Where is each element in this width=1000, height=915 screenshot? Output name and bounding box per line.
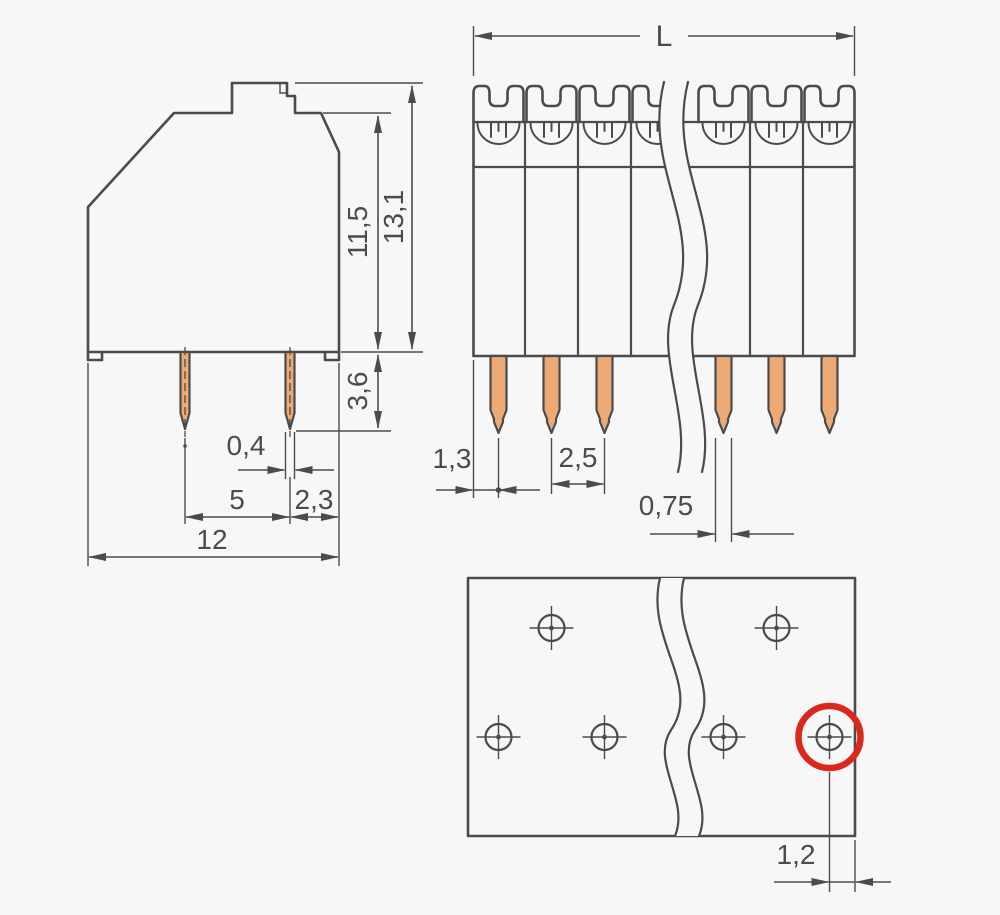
drill-hole [581,713,628,761]
dim-label-overall-length: L [656,20,673,53]
dim-label-end-offset: 1,3 [433,443,472,474]
housing-foot-right [323,350,341,362]
dimension-end-offset: 1,3 [433,360,540,498]
housing-outline [86,81,341,354]
dim-label-pin-spacing: 5 [229,484,245,515]
break-line [682,80,709,474]
pole-top [750,84,803,124]
dim-label-pin-length: 3,6 [342,372,373,411]
side-view: 11,5 13,1 3,6 0,4 5 [86,81,423,566]
dim-label-overall-width: 12 [196,524,227,555]
pole-top [697,84,750,124]
break-line [658,80,685,474]
pole-top [803,84,856,124]
clamp-spring [754,122,799,145]
dimension-pin-to-edge: 2,3 [290,363,340,566]
pin-center-dot [495,487,502,493]
dimension-pin-width-front: 0,75 [639,438,794,542]
solder-pin [542,354,561,435]
drill-hole [475,713,522,761]
drill-hole [700,713,747,761]
pole-top [472,84,525,124]
dim-label-total-height: 13,1 [378,190,409,245]
clamp-spring [582,122,627,145]
dimension-body-height: 11,5 [323,112,391,350]
dimension-overall-width: 12 [87,363,339,566]
dim-label-body-height: 11,5 [342,206,373,258]
dim-label-pin-width: 0,4 [227,430,266,461]
dim-label-hole-to-edge: 1,2 [777,839,816,870]
dimension-pin-length: 3,6 [296,354,391,432]
break-mask [659,82,708,472]
solder-pin [767,354,786,435]
dimension-pitch: 2,5 [550,438,606,494]
solder-pin [595,354,614,435]
drill-hole [806,713,853,761]
front-view: L 1,3 2,5 0,75 [433,20,856,542]
pole-top [525,84,578,124]
housing-tab-notch [279,83,287,94]
solder-pin [820,354,839,435]
dimension-pin-width: 0,4 [227,430,334,479]
highlight-circle [795,702,864,772]
dimension-hole-to-edge: 1,2 [774,772,891,892]
dimension-overall-length: L [472,20,856,76]
dim-label-pin-width-front: 0,75 [639,490,694,521]
pole-top [578,84,631,124]
solder-pin [489,354,508,435]
housing-outline [472,120,856,358]
clamp-spring [807,122,852,145]
dimension-pin-spacing: 5 [184,438,291,524]
clamp-spring [476,122,521,145]
housing-foot-left [86,350,104,362]
break-line [656,576,682,838]
dim-label-pin-to-edge: 2,3 [295,484,334,515]
break-line [680,576,706,838]
clamp-spring [529,122,574,145]
clamp-spring [701,122,746,145]
dimension-total-height: 13,1 [295,82,423,353]
drill-hole [753,604,800,652]
drill-plan-view: 1,2 [466,576,891,892]
solder-pin [714,354,733,435]
drill-hole [528,604,575,652]
dim-label-pitch: 2,5 [559,442,598,473]
